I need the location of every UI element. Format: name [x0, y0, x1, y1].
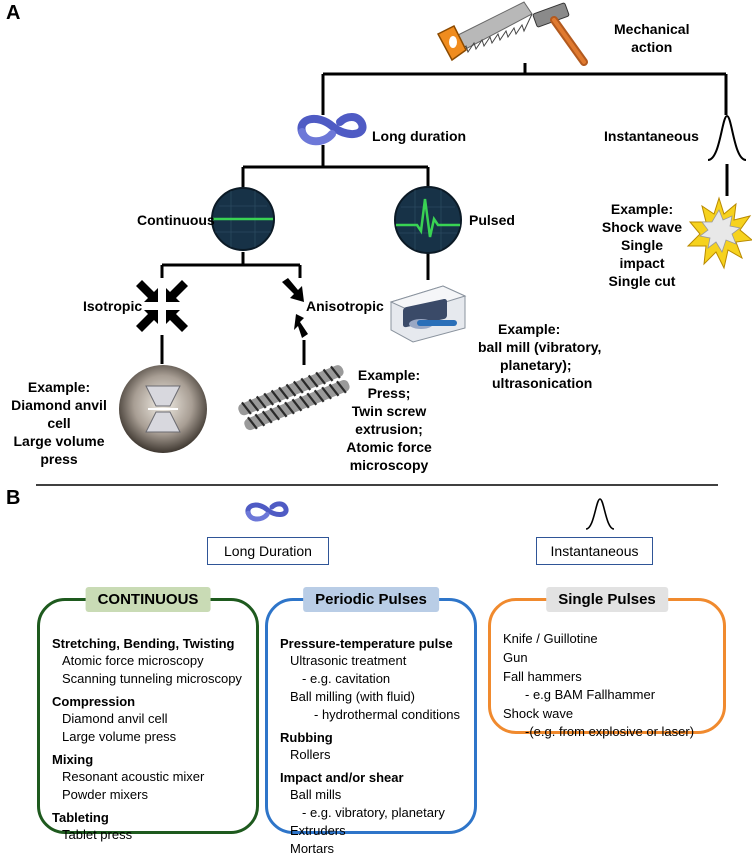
periodic-pulses-title: Periodic Pulses: [303, 587, 439, 612]
example-pulsed-line-3: planetary);: [500, 357, 572, 373]
category-heading: Pressure-temperature pulse: [280, 636, 453, 651]
category-heading: Stretching, Bending, Twisting: [52, 636, 235, 651]
mobius-strip-icon-b: [245, 501, 289, 522]
list-item: Ball mills: [290, 787, 342, 802]
example-pulsed-line-1: Example:: [498, 321, 561, 337]
example-instantaneous: Example: Shock wave Single impact Single…: [600, 200, 684, 290]
diamond-anvil-cell-icon: [119, 365, 207, 453]
list-item: - hydrothermal conditions: [314, 707, 460, 722]
list-item: Shock wave: [503, 706, 574, 721]
continuous-group: CONTINUOUS Stretching, Bending, Twisting…: [37, 587, 259, 842]
list-item: - e.g BAM Fallhammer: [525, 687, 656, 702]
continuous-label: Continuous: [137, 212, 215, 228]
hammer-icon: [532, 2, 588, 66]
instantaneous-box: Instantaneous: [536, 537, 653, 565]
list-item: Resonant acoustic mixer: [62, 769, 205, 784]
long-duration-box: Long Duration: [207, 537, 329, 565]
anisotropic-label: Anisotropic: [306, 298, 384, 314]
example-pulsed-line-4: ultrasonication: [492, 375, 593, 391]
list-item: Mortars: [290, 841, 335, 856]
saw-icon: [436, 1, 533, 62]
example-pulsed-line-2: ball mill (vibratory,: [478, 339, 602, 355]
inward-arrows-icon: [136, 280, 188, 332]
category-heading: Mixing: [52, 752, 94, 767]
list-item: -(e.g. from explosive or laser): [525, 724, 695, 739]
example-isotropic-line-3: Large volume press: [13, 433, 105, 467]
panel-letter-a: A: [6, 2, 21, 24]
list-item: Extruders: [290, 823, 346, 838]
periodic-pulses-group: Periodic Pulses Pressure-temperature pul…: [265, 587, 477, 856]
example-isotropic: Example: Diamond anvil cell Large volume…: [0, 378, 118, 468]
example-anisotropic-line-2: Press;: [367, 385, 411, 401]
list-item: Ultrasonic treatment: [290, 653, 407, 668]
list-item: Atomic force microscopy: [62, 653, 204, 668]
pulse-peak-icon-b: [585, 498, 615, 530]
twin-screw-icon: [238, 365, 350, 431]
single-pulses-title: Single Pulses: [546, 587, 668, 612]
example-anisotropic-line-5: Atomic force: [346, 439, 432, 455]
anisotropic-arrows-icon: [282, 278, 308, 338]
category-heading: Impact and/or shear: [280, 770, 404, 785]
example-instantaneous-line-1: Example:: [610, 201, 674, 217]
category-heading: Compression: [52, 694, 136, 709]
example-anisotropic-line-1: Example:: [357, 367, 421, 383]
mechanical-action-label: Mechanical action: [614, 20, 689, 56]
example-anisotropic: Example: Press; Twin screw extrusion; At…: [346, 366, 432, 474]
pulse-peak-icon: [707, 114, 747, 161]
example-instantaneous-line-3: Single impact: [619, 237, 665, 271]
mobius-strip-icon: [297, 113, 367, 146]
tree-connectors: [36, 63, 729, 486]
mechanical-action-line-1: Mechanical: [614, 21, 690, 37]
long-duration-label: Long duration: [372, 128, 467, 144]
continuous-title: CONTINUOUS: [85, 587, 211, 612]
mechanical-action-line-2: action: [631, 39, 673, 55]
example-isotropic-line-1: Example:: [27, 379, 91, 395]
oscilloscope-heartbeat-icon: [394, 186, 462, 254]
example-anisotropic-line-4: extrusion;: [355, 421, 423, 437]
list-item: Knife / Guillotine: [503, 631, 598, 646]
example-pulsed: Example: ball mill (vibratory, planetary…: [478, 320, 601, 392]
list-item: Gun: [503, 650, 528, 665]
list-item: Scanning tunneling microscopy: [62, 671, 242, 686]
instantaneous-label: Instantaneous: [604, 128, 699, 144]
example-anisotropic-line-3: Twin screw: [351, 403, 427, 419]
panel-letter-b: B: [6, 487, 21, 509]
list-item: Ball milling (with fluid): [290, 689, 415, 704]
list-item: Diamond anvil cell: [62, 711, 168, 726]
ball-mill-icon: [389, 285, 467, 343]
list-item: Tablet press: [62, 827, 133, 842]
example-instantaneous-line-4: Single cut: [608, 273, 676, 289]
example-isotropic-line-2: Diamond anvil cell: [11, 397, 107, 431]
list-item: - e.g. cavitation: [302, 671, 391, 686]
category-heading: Rubbing: [280, 730, 333, 745]
pulsed-label: Pulsed: [469, 212, 515, 228]
example-instantaneous-line-2: Shock wave: [601, 219, 683, 235]
oscilloscope-flat-icon: [211, 187, 275, 251]
example-anisotropic-line-6: microscopy: [349, 457, 429, 473]
list-item: Large volume press: [62, 729, 177, 744]
isotropic-label: Isotropic: [83, 298, 143, 314]
explosion-icon: [686, 196, 752, 270]
list-item: Fall hammers: [503, 669, 582, 684]
list-item: Rollers: [290, 747, 331, 762]
list-item: - e.g. vibratory, planetary: [302, 805, 445, 820]
list-item: Powder mixers: [62, 787, 148, 802]
category-heading: Tableting: [52, 810, 109, 825]
